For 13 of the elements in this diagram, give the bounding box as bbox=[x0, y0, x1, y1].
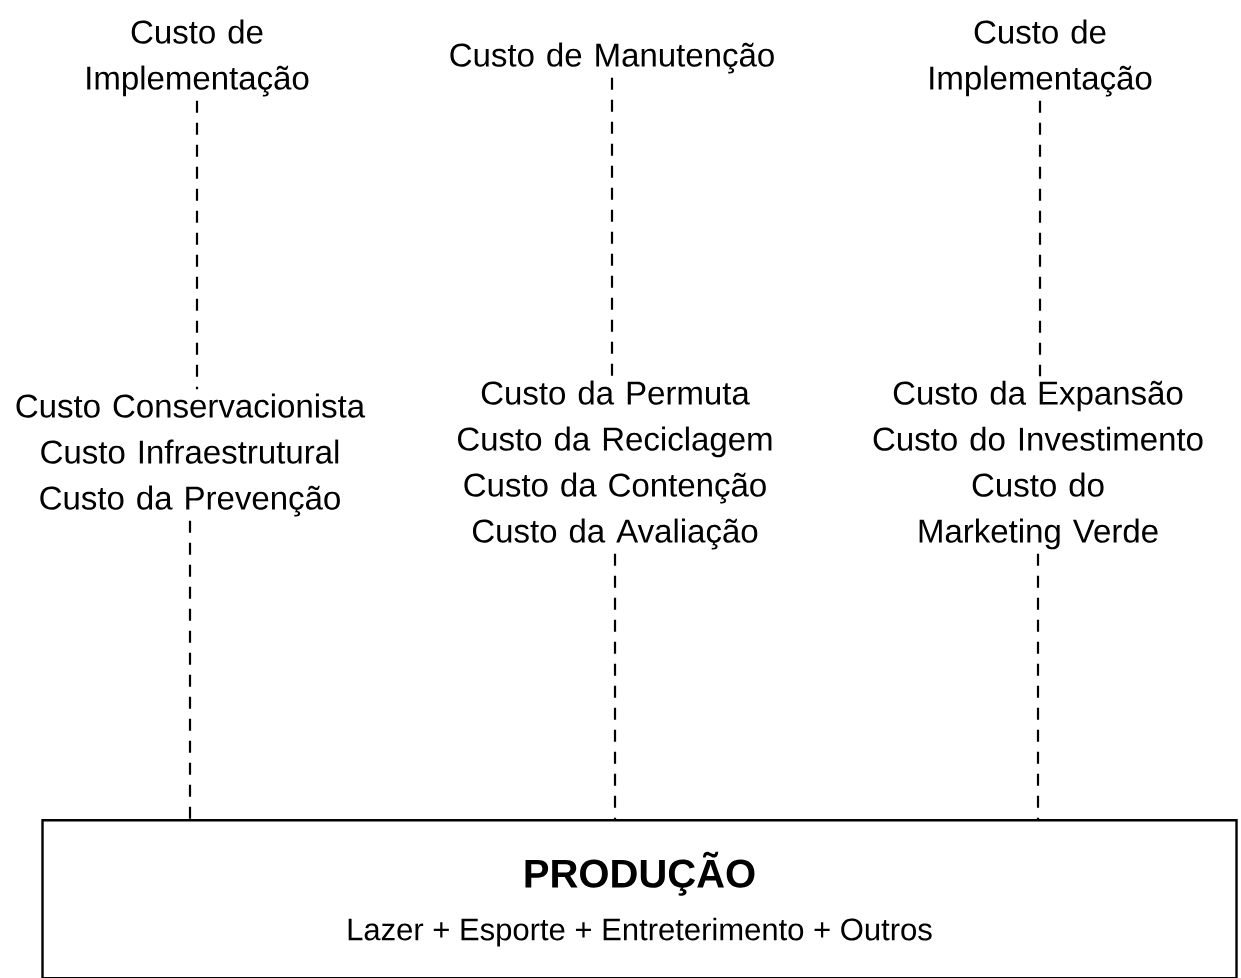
cost-label: Custo de Implementação bbox=[87, 19, 309, 97]
dashed-line bbox=[1036, 553, 1040, 819]
dashed-line bbox=[188, 520, 192, 819]
cost-list: Custo da Expansão Custo do Investimento Custo do Marketing Verde bbox=[873, 380, 1203, 550]
production-box: PRODUÇÃO Lazer + Esporte + Entreterimento + Outros bbox=[41, 819, 1238, 978]
dashed-line bbox=[613, 553, 617, 819]
dashed-line bbox=[195, 100, 199, 390]
dashed-line bbox=[1038, 100, 1042, 377]
cost-label: Custo de Implementação bbox=[930, 19, 1152, 97]
dashed-line bbox=[610, 77, 614, 377]
cost-label: Custo de Manutenção bbox=[450, 42, 774, 74]
cost-list: Custo Conservacionista Custo Infraestrutural Custo da Prevenção bbox=[16, 393, 366, 517]
cost-list: Custo da Permuta Custo da Reciclagem Custo da Contenção Custo da Avaliação bbox=[458, 380, 772, 550]
